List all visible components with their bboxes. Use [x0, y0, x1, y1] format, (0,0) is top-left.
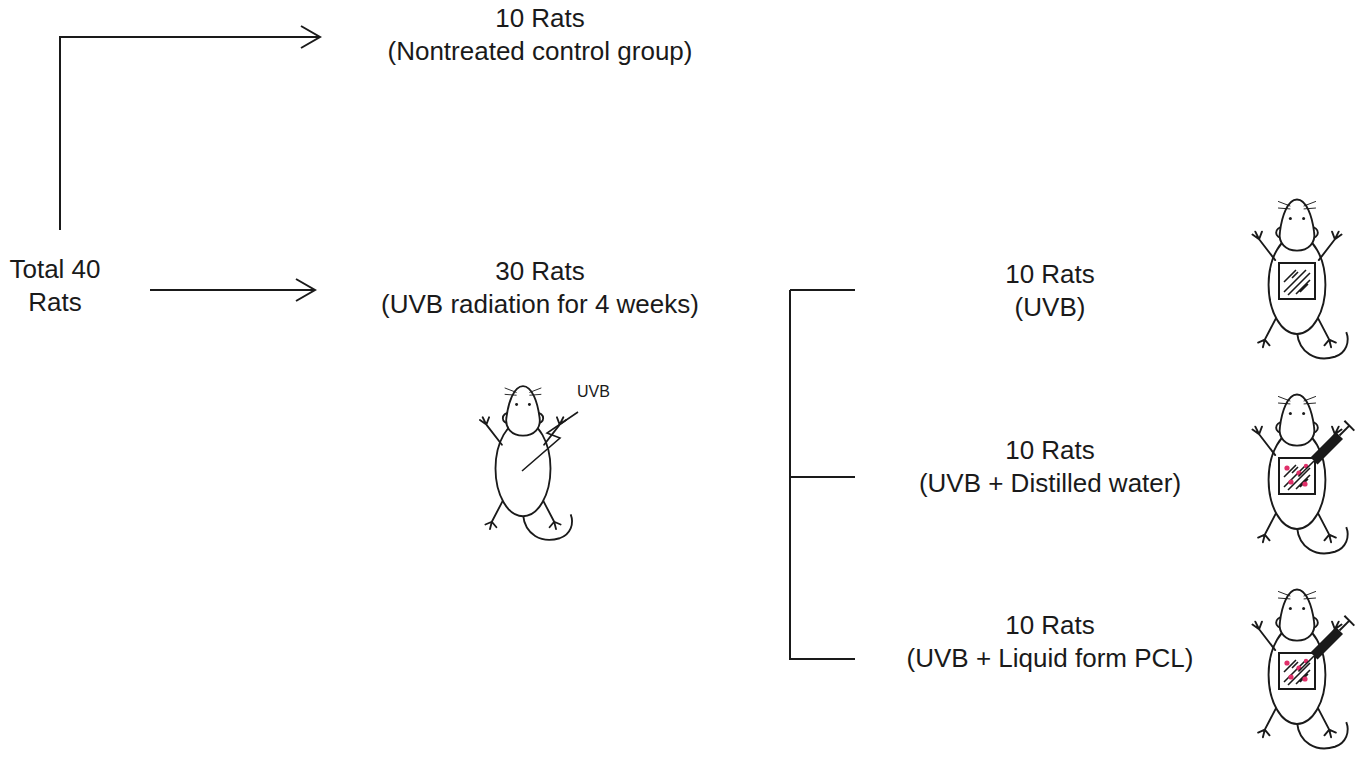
- flow-arrow: [150, 289, 315, 291]
- text-node: 10 Rats(UVB): [855, 258, 1245, 324]
- group-count: 10 Rats: [1005, 434, 1095, 467]
- bracket-line: [790, 290, 855, 659]
- skin-patch: [1279, 458, 1315, 494]
- group-description: (UVB): [1015, 291, 1086, 324]
- radiation-label: UVB: [577, 383, 610, 401]
- skin-patch: [1279, 653, 1315, 689]
- rat-illustration: [480, 386, 572, 540]
- injected-dots: [1284, 464, 1308, 487]
- rat-illustration: [1252, 199, 1347, 358]
- bracket-line: [790, 290, 855, 477]
- syringe: [1293, 616, 1354, 677]
- injected-dots: [1284, 659, 1308, 682]
- flow-arrow: [60, 37, 320, 230]
- group-count: 10 Rats: [1005, 609, 1095, 642]
- syringe: [1293, 616, 1354, 677]
- syringe: [1293, 421, 1354, 482]
- group-description: (Nontreated control group): [388, 35, 693, 68]
- bracket-line: [790, 289, 855, 291]
- skin-patch: [1279, 263, 1315, 299]
- syringe: [1293, 421, 1354, 482]
- group-description: (UVB radiation for 4 weeks): [381, 288, 699, 321]
- group-count: 10 Rats: [1005, 258, 1095, 291]
- group-count: Total 40 Rats: [9, 253, 101, 319]
- text-node: 10 Rats(UVB + Distilled water): [855, 432, 1245, 502]
- group-count: 30 Rats: [495, 255, 585, 288]
- text-node: 10 Rats(Nontreated control group): [320, 0, 760, 70]
- text-node: 30 Rats(UVB radiation for 4 weeks): [315, 252, 790, 324]
- text-node: 10 Rats(UVB + Liquid form PCL): [855, 607, 1245, 677]
- group-count: 10 Rats: [495, 2, 585, 35]
- group-description: (UVB + Liquid form PCL): [907, 642, 1194, 675]
- group-description: (UVB + Distilled water): [919, 467, 1181, 500]
- text-node: Total 40 Rats: [0, 230, 150, 320]
- uv-lightning: [522, 412, 578, 471]
